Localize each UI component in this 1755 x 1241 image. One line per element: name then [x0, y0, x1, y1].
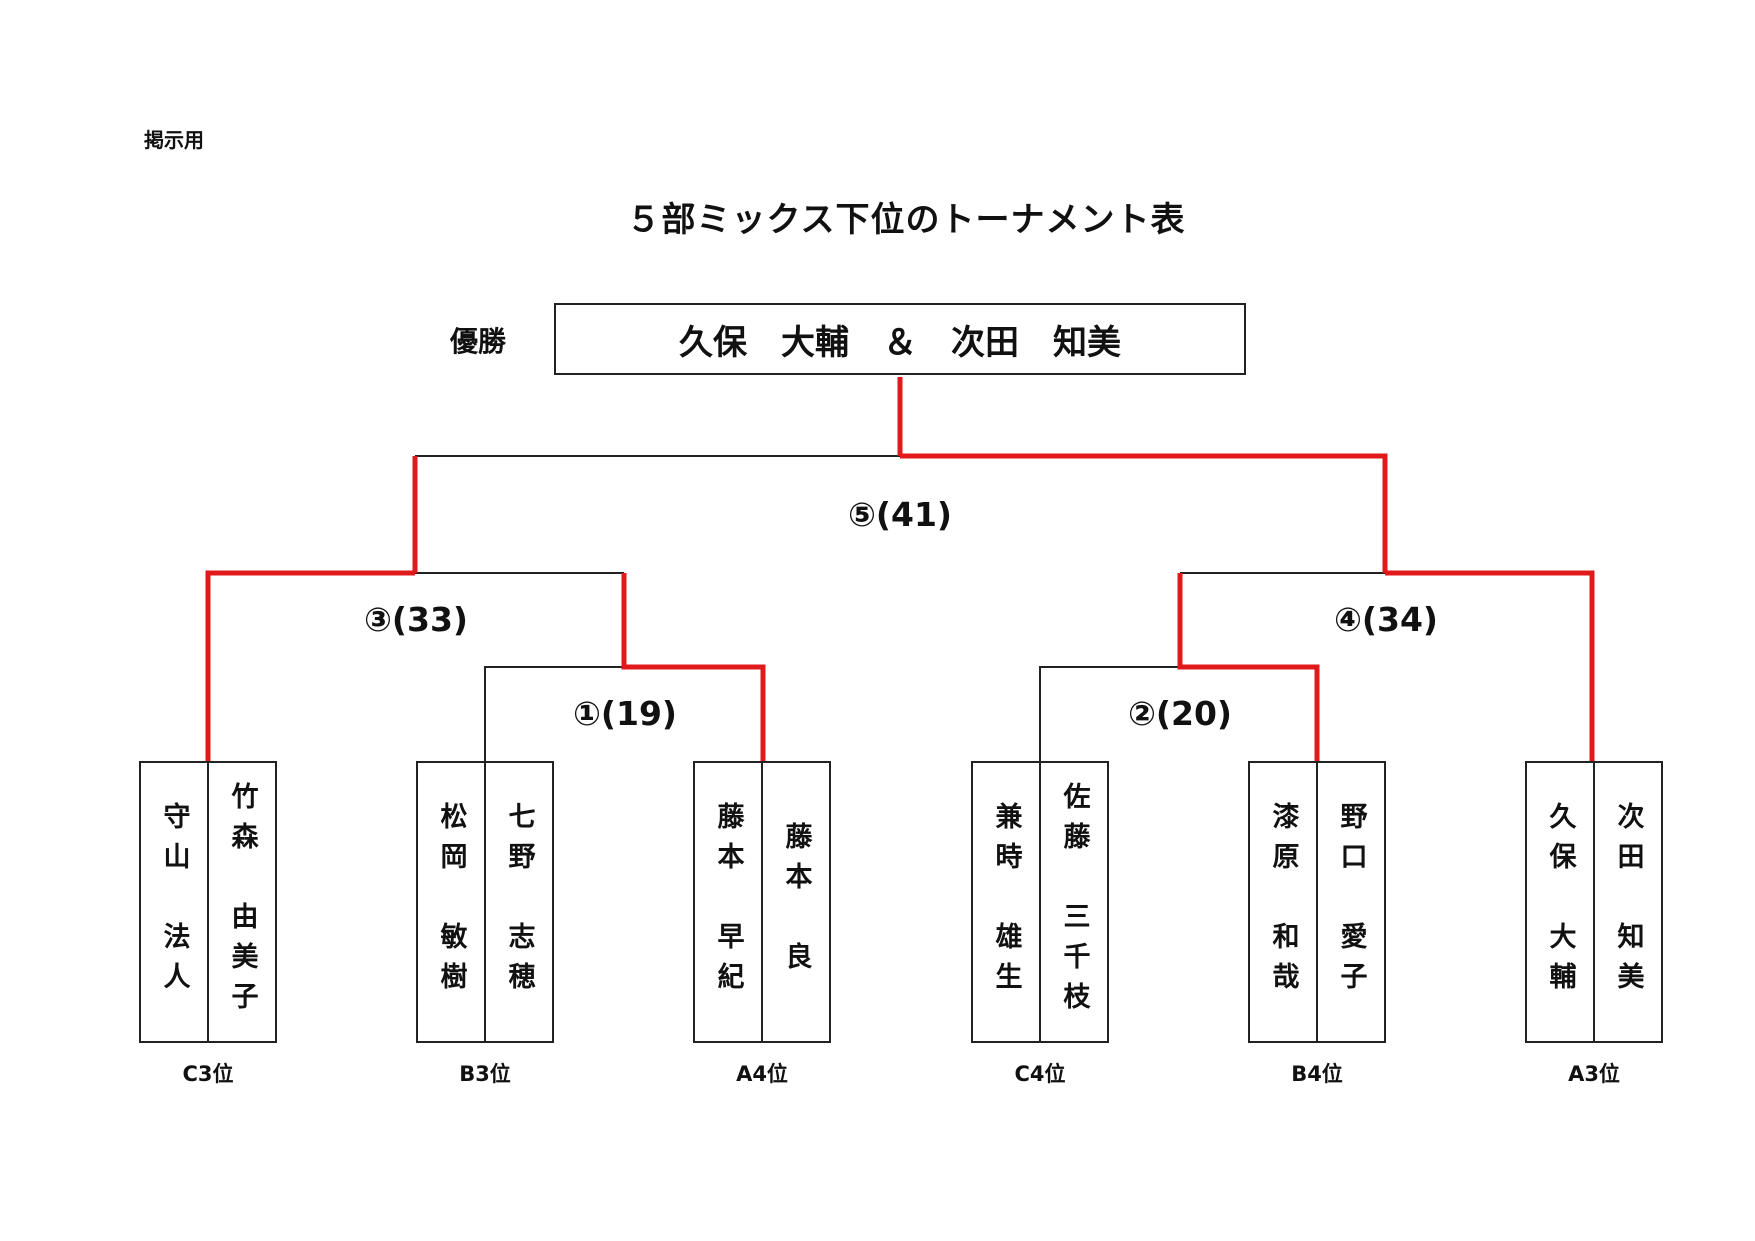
match-label-4: ④(34)	[1333, 600, 1439, 639]
player-name: 藤本 早紀	[712, 802, 744, 1002]
player-name: 藤本 良	[780, 822, 812, 982]
player-name: 松岡 敏樹	[435, 802, 467, 1002]
player-name: 兼時 雄生	[990, 802, 1022, 1002]
player-slot: 漆原 和哉	[1250, 763, 1316, 1041]
team-box-a4: 藤本 早紀 藤本 良	[693, 761, 831, 1043]
player-slot: 次田 知美	[1593, 763, 1661, 1041]
line-sf2-qf-winner	[1177, 573, 1320, 761]
loser-paths	[415, 455, 1385, 761]
player-slot: 藤本 早紀	[695, 763, 761, 1041]
page-title: ５部ミックス下位のトーナメント表	[626, 200, 1186, 240]
player-name: 佐藤 三千枝	[1058, 782, 1090, 1022]
champion-label: 優勝	[450, 325, 507, 358]
player-name: 次田 知美	[1612, 802, 1644, 1002]
player-slot: 佐藤 三千枝	[1039, 763, 1107, 1041]
seed-label: A3位	[1568, 1062, 1620, 1086]
player-name: 守山 法人	[158, 802, 190, 1002]
match-label-5: ⑤(41)	[847, 495, 953, 534]
line-sf2-winner	[1385, 570, 1595, 761]
player-slot: 久保 大輔	[1527, 763, 1593, 1041]
line-qf1-left-loser	[484, 666, 624, 761]
match-label-2: ②(20)	[1127, 694, 1233, 733]
player-slot: 竹森 由美子	[207, 763, 275, 1041]
player-slot: 野口 愛子	[1316, 763, 1384, 1041]
match-label-1: ①(19)	[572, 694, 678, 733]
champion-box: 久保 大輔 ＆ 次田 知美	[554, 303, 1246, 375]
team-box-a3: 久保 大輔 次田 知美	[1525, 761, 1663, 1043]
match-label-3: ③(33)	[363, 600, 469, 639]
line-sf1-qf-winner	[621, 573, 766, 761]
player-name: 野口 愛子	[1335, 802, 1367, 1002]
seed-label: B4位	[1291, 1062, 1343, 1086]
team-box-b3: 松岡 敏樹 七野 志穂	[416, 761, 554, 1043]
player-slot: 七野 志穂	[484, 763, 552, 1041]
player-slot: 松岡 敏樹	[418, 763, 484, 1041]
seed-label: C3位	[182, 1062, 234, 1086]
winner-paths	[205, 377, 1595, 761]
player-name: 久保 大輔	[1544, 802, 1576, 1002]
player-slot: 藤本 良	[761, 763, 829, 1041]
team-box-c3: 守山 法人 竹森 由美子	[139, 761, 277, 1043]
player-slot: 兼時 雄生	[973, 763, 1039, 1041]
champion-names: 久保 大輔 ＆ 次田 知美	[679, 322, 1121, 363]
seed-label: B3位	[459, 1062, 511, 1086]
seed-label: C4位	[1014, 1062, 1066, 1086]
player-name: 竹森 由美子	[226, 782, 258, 1022]
player-name: 漆原 和哉	[1267, 802, 1299, 1002]
line-sf1-winner	[205, 570, 415, 761]
player-slot: 守山 法人	[141, 763, 207, 1041]
seed-label: A4位	[736, 1062, 788, 1086]
player-name: 七野 志穂	[503, 802, 535, 1002]
team-box-b4: 漆原 和哉 野口 愛子	[1248, 761, 1386, 1043]
team-box-c4: 兼時 雄生 佐藤 三千枝	[971, 761, 1109, 1043]
line-qf2-left-loser	[1039, 666, 1180, 761]
line-final-right-winner	[900, 453, 1388, 573]
posting-note: 掲示用	[144, 128, 204, 152]
